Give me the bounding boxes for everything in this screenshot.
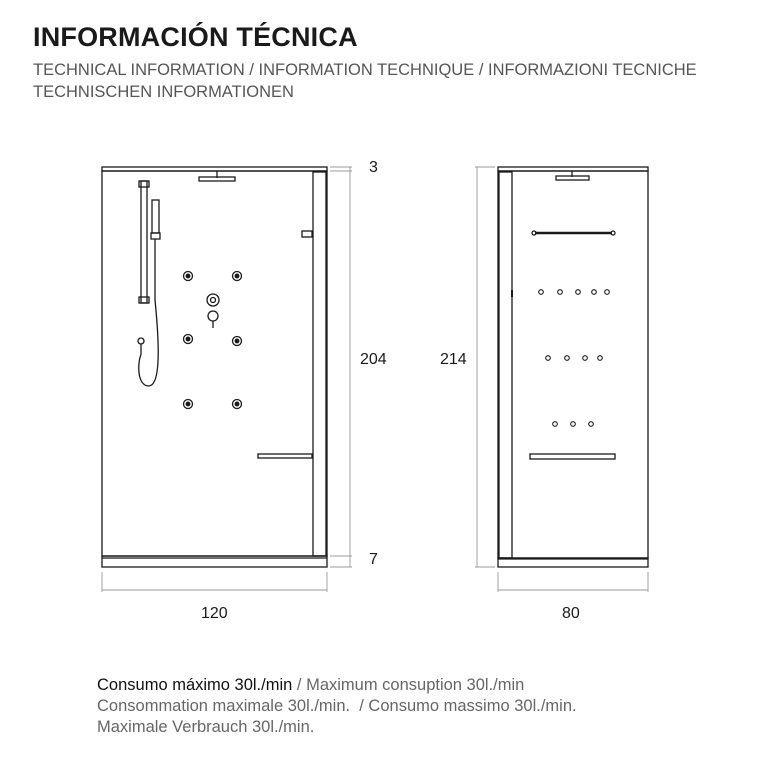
front-height-dimension: 204 (360, 351, 387, 368)
mixer-knob (207, 310, 219, 322)
front-door-handle (301, 230, 313, 238)
front-view (101, 166, 328, 568)
side-width-dimension: 80 (562, 605, 580, 622)
front-width-dimension: 120 (201, 605, 228, 622)
front-door-frame (312, 171, 327, 557)
body-jets (182, 270, 243, 410)
side-seat (529, 453, 616, 460)
front-shelf (257, 453, 313, 459)
front-base-tray (101, 555, 328, 568)
side-cabin-body (497, 170, 649, 559)
side-door-frame (498, 171, 513, 559)
side-dimensions (475, 166, 649, 592)
hand-shower (151, 199, 160, 234)
subtitle-line-1: TECHNICAL INFORMATION / INFORMATION TECH… (33, 61, 697, 79)
side-view (497, 166, 649, 568)
spec-line-2: Consommation maximale 30l./min. / Consum… (97, 697, 577, 715)
side-height-dimension: 214 (440, 351, 467, 368)
hand-shower-rail (140, 180, 148, 304)
rain-shower-head (198, 176, 236, 182)
side-rain-shower-head (555, 175, 590, 181)
spec-consumption-es: Consumo máximo 30l./min (97, 676, 293, 694)
front-top-dimension: 3 (369, 159, 378, 176)
front-bottom-dimension: 7 (369, 551, 378, 568)
page-title: INFORMACIÓN TÉCNICA (33, 22, 358, 52)
side-nozzles (538, 289, 610, 427)
spec-line-1: Consumo máximo 30l./min / Maximum consup… (97, 676, 524, 695)
control-valve (206, 293, 220, 307)
side-base-tray (497, 557, 649, 568)
spec-line-3: Maximale Verbrauch 30l./min. (97, 718, 315, 736)
shower-hose (138, 299, 159, 387)
subtitle-line-2: TECHNISCHEN INFORMATIONEN (33, 83, 294, 101)
front-dimensions (101, 166, 352, 592)
spec-consumption-en: / Maximum consuption 30l./min (292, 676, 525, 694)
front-cabin-body (101, 170, 328, 557)
